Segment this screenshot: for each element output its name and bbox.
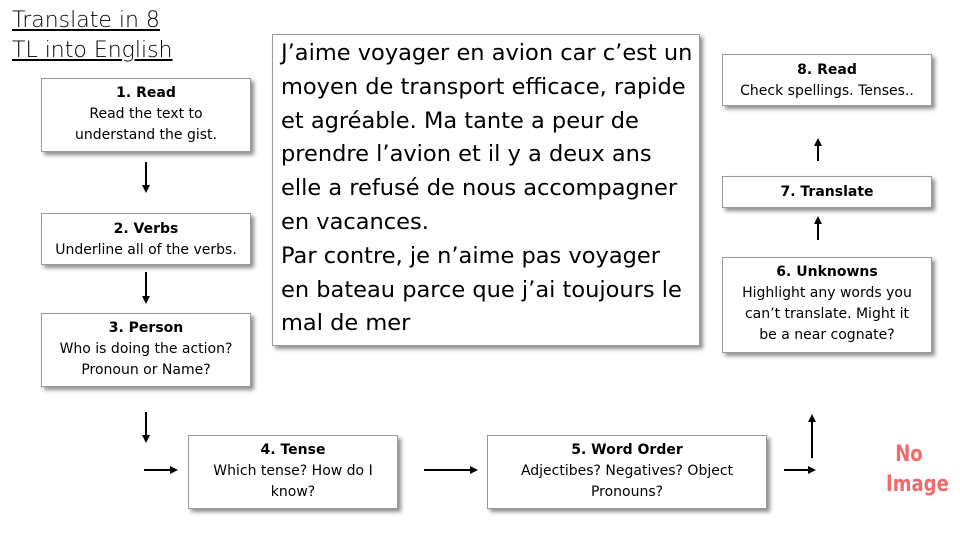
step-7-heading: 7. Translate (780, 184, 874, 200)
step-7-translate-box: 7. Translate (722, 176, 932, 208)
title-line-2: TL into English (12, 38, 173, 63)
step-3-heading: 3. Person (108, 320, 184, 336)
no-image-line2: Image (886, 472, 949, 497)
step-5-body: Adjectibes? Negatives? Object Pronouns? (520, 463, 734, 500)
step-3-person-box: 3. Person Who is doing the action? Prono… (41, 313, 251, 387)
french-passage: J’aime voyager en avion car c’est un moy… (272, 34, 700, 346)
no-image-line1: No (895, 442, 923, 467)
step-1-read-box: 1. Read Read the text to understand the … (41, 78, 251, 152)
step-6-heading: 6. Unknowns (776, 264, 878, 280)
step-8-heading: 8. Read (797, 62, 857, 78)
step-2-body: Underline all of the verbs. (55, 242, 237, 258)
step-3-body: Who is doing the action? Pronoun or Name… (59, 341, 233, 378)
step-5-word-order-box: 5. Word Order Adjectibes? Negatives? Obj… (487, 435, 767, 509)
page-title: Translate in 8 TL into English (12, 6, 173, 66)
step-5-heading: 5. Word Order (571, 442, 683, 458)
step-8-read-box: 8. Read Check spellings. Tenses.. (722, 54, 932, 106)
step-2-verbs-box: 2. Verbs Underline all of the verbs. (41, 213, 251, 265)
step-4-tense-box: 4. Tense Which tense? How do I know? (188, 435, 398, 509)
no-image-placeholder: No Image (886, 440, 949, 500)
step-4-body: Which tense? How do I know? (213, 463, 373, 500)
step-2-heading: 2. Verbs (113, 221, 179, 237)
step-6-body: Highlight any words you can’t translate.… (742, 285, 912, 343)
step-1-heading: 1. Read (116, 85, 176, 101)
step-1-body: Read the text to understand the gist. (74, 106, 217, 143)
step-6-unknowns-box: 6. Unknowns Highlight any words you can’… (722, 257, 932, 353)
step-8-body: Check spellings. Tenses.. (740, 83, 914, 99)
step-4-heading: 4. Tense (260, 442, 326, 458)
title-line-1: Translate in 8 (12, 8, 160, 33)
